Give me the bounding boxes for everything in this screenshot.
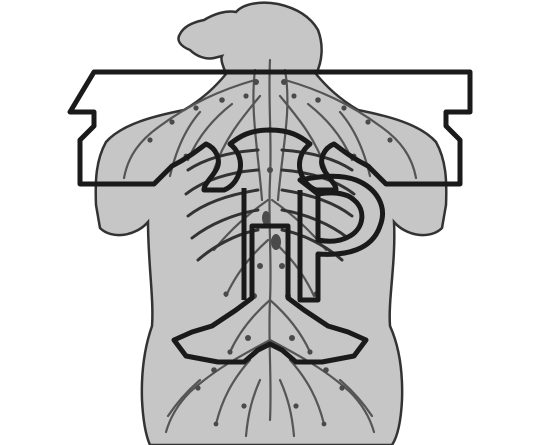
anatomy-figure — [0, 0, 542, 445]
anatomy-diagram — [0, 0, 542, 445]
